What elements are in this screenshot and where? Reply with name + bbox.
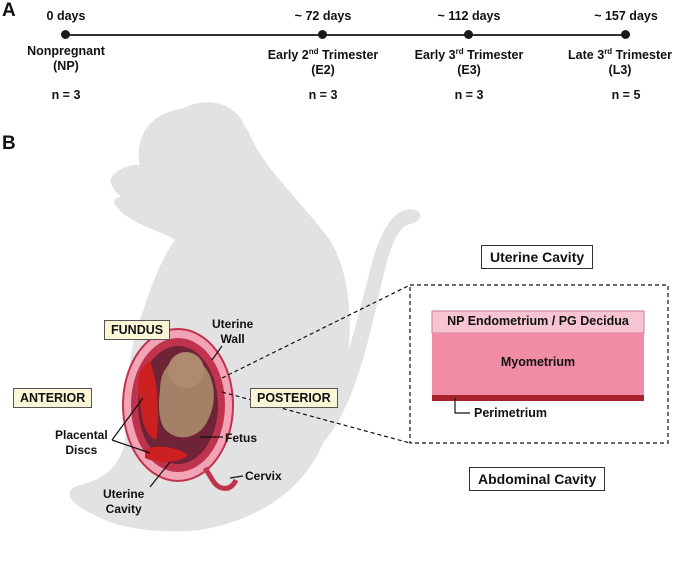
timepoint-label-e3: Early 3rd Trimester (E3)	[415, 44, 524, 78]
timepoint-sup: rd	[455, 47, 464, 56]
timepoint-days: ~ 112 days	[437, 9, 501, 23]
timepoint-name: Late 3	[568, 48, 605, 63]
panel-b-letter: B	[2, 133, 16, 154]
timepoint-sup: nd	[308, 47, 319, 56]
timepoint-days: ~ 72 days	[294, 9, 352, 23]
timepoint-n: n = 5	[611, 88, 641, 102]
tissue-layers	[431, 310, 645, 401]
timepoint-name-rest: Trimester	[463, 48, 524, 63]
timeline-line	[66, 34, 630, 36]
timeline-dot-e3	[464, 30, 473, 39]
placental-line2: Discs	[65, 443, 98, 457]
perimetrium-layer-label: Perimetrium	[474, 406, 547, 420]
uterine-wall-line1: Uterine	[212, 317, 254, 331]
timeline-dot-l3	[621, 30, 630, 39]
leader-lines	[111, 345, 244, 488]
anterior-tag: ANTERIOR	[13, 388, 93, 408]
timepoint-name: Early 3	[414, 48, 456, 63]
uterine-wall-line2: Wall	[220, 332, 245, 346]
timepoint-sup: rd	[604, 47, 613, 56]
uterine-cavity-label: Uterine Cavity	[103, 487, 144, 517]
timepoint-abbr: (E3)	[457, 63, 481, 78]
cervix-label: Cervix	[245, 469, 282, 483]
timepoint-label-e2: Early 2nd Trimester (E2)	[268, 44, 379, 78]
timepoint-abbr: (E2)	[311, 63, 335, 78]
timepoint-label-l3: Late 3rd Trimester (L3)	[568, 44, 672, 78]
placental-disc-shape	[138, 362, 158, 440]
uterine-cavity-line2: Cavity	[105, 502, 142, 516]
timepoint-name-rest: Trimester	[318, 48, 379, 63]
abdominal-cavity-box: Abdominal Cavity	[469, 467, 606, 491]
timeline-dot-e2	[318, 30, 327, 39]
timepoint-abbr: (L3)	[608, 63, 632, 78]
placental-discs-label: Placental Discs	[55, 428, 108, 458]
uterine-cavity-line1: Uterine	[103, 487, 145, 501]
myometrium-layer-label: Myometrium	[500, 355, 576, 369]
placental-disc-shape	[145, 446, 188, 462]
posterior-tag: POSTERIOR	[250, 388, 338, 408]
placental-line1: Placental	[55, 428, 108, 442]
timepoint-name-rest: Trimester	[612, 48, 672, 63]
timeline-dot-np	[61, 30, 70, 39]
timepoint-name: Early 2	[267, 48, 309, 63]
fetus-label: Fetus	[225, 431, 258, 445]
timepoint-n: n = 3	[308, 88, 338, 102]
timepoint-abbr: (NP)	[53, 59, 79, 73]
decidua-layer-label: NP Endometrium / PG Decidua	[447, 314, 629, 328]
zoom-outline	[221, 284, 669, 444]
uterine-cavity-box: Uterine Cavity	[481, 245, 594, 269]
panel-a-letter: A	[2, 0, 16, 21]
cervix-shape	[202, 466, 239, 491]
uterus	[122, 328, 239, 491]
timepoint-n: n = 3	[51, 88, 81, 102]
fundus-tag: FUNDUS	[104, 320, 171, 340]
timepoint-n: n = 3	[454, 88, 484, 102]
uterine-wall-label: Uterine Wall	[212, 317, 253, 347]
timepoint-days: 0 days	[46, 9, 86, 23]
perimetrium-leader	[454, 398, 470, 414]
timepoint-name: Nonpregnant	[27, 44, 105, 58]
timepoint-label-np: Nonpregnant (NP)	[27, 44, 105, 74]
timepoint-days: ~ 157 days	[594, 9, 658, 23]
